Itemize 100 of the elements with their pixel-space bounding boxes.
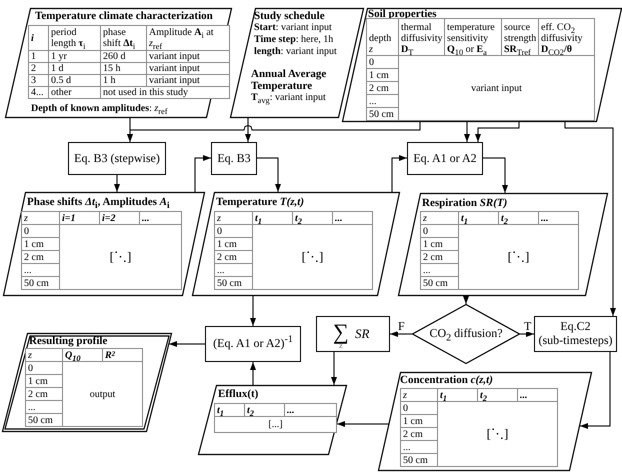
table-cell: ... — [538, 211, 579, 225]
table-title: Temperature T(z,t) — [216, 196, 304, 208]
table-cell: [⋱] — [252, 224, 373, 290]
flow-arrow — [168, 341, 206, 347]
process-box: Eq. A1 or A2 — [407, 142, 483, 175]
table-cell: t$_{2}$ — [477, 388, 518, 402]
process-box: (Eq. A1 or A2)$^{-1}$ — [205, 326, 301, 362]
section-title: Study schedule — [254, 10, 325, 22]
field-text: Time step: here, 1h — [254, 34, 334, 45]
table-cell: variant input — [146, 50, 230, 63]
table-cell: t$_{2}$ — [244, 403, 285, 417]
flow-arrow — [256, 158, 281, 192]
table-cell: 50 cm — [25, 413, 63, 427]
data-parallelogram — [378, 372, 592, 471]
table-cell: 4... — [28, 86, 49, 99]
table-cell: variant input — [146, 74, 230, 87]
field-text: Start: variant input — [254, 22, 332, 33]
table-title: Efflux(t) — [218, 388, 258, 400]
flow-arrow — [520, 331, 534, 337]
table-title: Soil properties — [368, 8, 437, 20]
table-cell: ... — [139, 211, 182, 225]
table-cell: t$_{1}$ — [458, 211, 499, 225]
data-parallelogram — [198, 385, 347, 455]
field-text: T$_{avg}$: variant input — [251, 92, 326, 103]
table-title: Respiration SR(T) — [422, 197, 508, 210]
table-cell: i — [28, 25, 49, 51]
table-cell: z — [214, 211, 253, 225]
sum-symbol: ∑ — [333, 321, 349, 343]
note-text: Depth of known amplitudes: z$_{ref}$ — [31, 103, 168, 114]
table-cell: thermal diffusivity D$_{T}$ — [398, 18, 445, 56]
table-cell: ... — [284, 403, 337, 417]
flow-arrow — [250, 362, 256, 386]
process-box — [316, 316, 390, 352]
flow-arrow — [250, 296, 256, 326]
table-cell: t$_{1}$ — [214, 403, 245, 417]
table-cell: [...] — [214, 416, 337, 433]
table-title: Resulting profile — [29, 335, 108, 348]
data-parallelogram — [230, 8, 364, 118]
table-cell: period length τ$_{i}$ — [48, 25, 101, 51]
table-cell: z — [400, 388, 438, 402]
flow-arrow — [580, 352, 610, 429]
flow-arrow — [564, 122, 616, 316]
table-cell: [⋱] — [59, 224, 182, 290]
table-cell: variant input — [398, 55, 595, 121]
flow-arrow — [127, 122, 420, 142]
flow-arrow — [114, 174, 120, 192]
table-cell: 50 cm — [214, 276, 253, 290]
table-cell: z — [420, 211, 459, 225]
flow-arrow — [475, 122, 520, 142]
data-parallelogram — [398, 193, 608, 296]
table-title: Temperature climate characterization — [35, 10, 213, 22]
table-cell: Q$_{10}$ — [62, 348, 103, 362]
table-cell: R$^{2}$ — [102, 348, 143, 362]
table-cell: 50 cm — [420, 276, 459, 290]
sum-term: SR — [355, 327, 370, 340]
flow-arrow — [245, 118, 251, 142]
section-title: Annual Average Temperature — [251, 68, 328, 92]
table-cell: depth z — [366, 18, 399, 56]
table-cell: Amplitude A$_{i}$ at z$_{ref}$ — [146, 25, 230, 51]
table-cell: t$_{2}$ — [498, 211, 539, 225]
flow-arrow — [336, 421, 390, 427]
table-cell: output — [62, 361, 143, 427]
table-cell: 50 cm — [366, 107, 399, 121]
process-box: Eq. B3 (stepwise) — [68, 142, 166, 175]
output-parallelogram — [2, 333, 172, 432]
field-text: length: variant input — [254, 46, 337, 57]
table-cell: z — [25, 348, 63, 362]
data-parallelogram — [3, 192, 205, 296]
flow-arrow — [482, 158, 508, 194]
table-title: Phase shifts Δt$_{i}$, Amplitudes A$_{i}$ — [27, 196, 170, 208]
flow-arrow — [331, 352, 337, 386]
table-cell: other — [48, 86, 101, 99]
decision-text: CO$_{2}$ diffusion? — [428, 327, 504, 340]
table-cell: t$_{2}$ — [292, 211, 333, 225]
table-title: Concentration c(z,t) — [400, 374, 493, 386]
data-parallelogram — [5, 8, 232, 118]
flow-arrow — [390, 331, 412, 337]
table-cell: t$_{1}$ — [437, 388, 478, 402]
table-cell: [⋱] — [458, 224, 579, 290]
flow-arrow — [392, 155, 408, 192]
edge-label: T — [523, 320, 532, 332]
process-box: Eq.C2 (sub-timesteps) — [534, 316, 617, 352]
table-cell: variant input — [146, 62, 230, 75]
table-cell: z — [21, 211, 60, 225]
table-cell: 50 cm — [21, 276, 60, 290]
flow-arrow — [464, 122, 470, 142]
decision-diamond — [412, 304, 520, 364]
table-cell: source strength SR$_{Tref}$ — [501, 18, 539, 56]
flow-arrow — [463, 296, 469, 304]
table-cell: not used in this study — [100, 86, 230, 99]
table-cell: [⋱] — [437, 401, 558, 467]
table-cell: eff. CO$_{2}$ diffusivity D$_{CO2}$/θ — [538, 18, 595, 56]
table-cell: ... — [517, 388, 558, 402]
process-box: Eq. B3 — [211, 142, 257, 175]
table-cell: t$_{1}$ — [252, 211, 293, 225]
table-cell: temperature sensitivity Q$_{10}$ or E$_{a}$ — [444, 18, 502, 56]
flow-arrow — [194, 155, 212, 192]
data-parallelogram — [192, 192, 400, 296]
table-cell: phase shift Δt$_{i}$ — [100, 25, 147, 51]
table-cell: ... — [332, 211, 373, 225]
